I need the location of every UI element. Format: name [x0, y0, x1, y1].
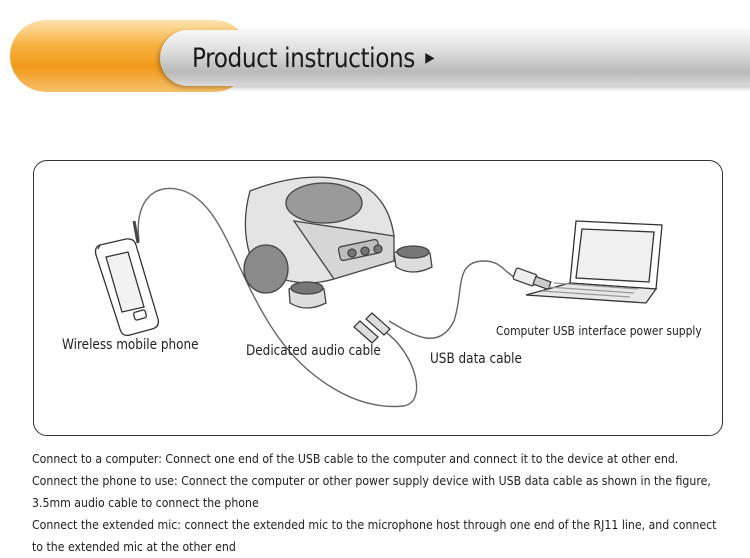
- header-banner: [160, 30, 750, 86]
- conference-speakerphone-icon: [243, 176, 395, 294]
- page-title: Product instructions ▶: [192, 38, 435, 78]
- instructions-text: Connect to a computer: Connect one end o…: [32, 448, 732, 558]
- label-usb-cable: USB data cable: [430, 351, 522, 367]
- instruction-line: to the extended mic at the other end: [32, 540, 236, 554]
- laptop-icon: [525, 220, 663, 304]
- instruction-line: Connect the phone to use: Connect the co…: [32, 474, 711, 488]
- label-wireless-phone: Wireless mobile phone: [62, 337, 199, 353]
- usb-cable: [388, 260, 525, 339]
- label-computer-usb: Computer USB interface power supply: [496, 323, 702, 338]
- label-audio-cable: Dedicated audio cable: [246, 343, 381, 359]
- audio-plug-icon: [353, 312, 391, 344]
- instruction-line: Connect to a computer: Connect one end o…: [32, 452, 679, 466]
- instruction-line: 3.5mm audio cable to connect the phone: [32, 496, 259, 510]
- extension-mic-icon: [288, 245, 433, 309]
- page-title-text: Product instructions: [192, 42, 415, 74]
- triangle-right-icon: ▶: [425, 50, 435, 66]
- mobile-phone-icon: [94, 238, 160, 337]
- usb-plug-icon: [512, 267, 552, 291]
- diagram-illustration: [94, 176, 663, 408]
- instruction-line: Connect the extended mic: connect the ex…: [32, 518, 717, 532]
- audio-cable: [137, 187, 418, 408]
- connection-diagram: Wireless mobile phone Dedicated audio ca…: [33, 160, 723, 436]
- audio-jack-icon: [132, 220, 140, 244]
